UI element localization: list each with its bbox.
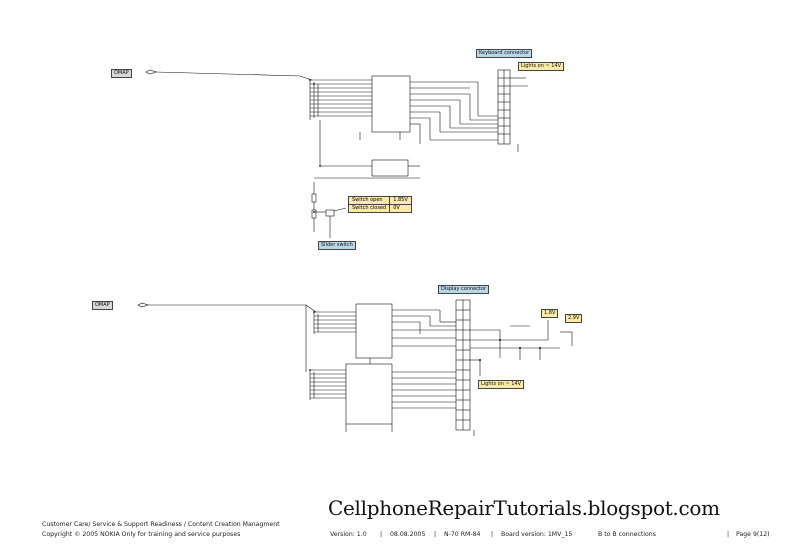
slider-switch-symbol	[325, 209, 335, 217]
bottom-lights-on-label: Lights on ~ 14V	[478, 380, 525, 389]
switch-closed-row: Switch closed 0V	[347, 204, 412, 213]
footer-sep-2: |	[434, 531, 437, 538]
footer-date: 08.08.2005	[390, 531, 426, 538]
watermark-text: CellphoneRepairTutorials.blogspot.com	[328, 496, 720, 520]
footer-line-1: Customer Care/ Service & Support Readine…	[42, 521, 280, 528]
slider-switch-label: Slider switch	[318, 241, 356, 250]
top-bus-arrow	[145, 69, 157, 75]
bottom-supply-network	[470, 320, 573, 376]
top-wire-bundle	[299, 75, 372, 120]
switch-open-value: 1.85V	[389, 196, 412, 205]
switch-open-state: Switch open	[347, 196, 391, 205]
top-switch-ic	[371, 159, 409, 177]
bottom-ic-outputs	[345, 309, 456, 432]
junction-dots	[309, 79, 541, 371]
footer-sep-3: |	[491, 531, 494, 538]
footer-sep-4: |	[727, 531, 730, 538]
bottom-ic-lower	[345, 363, 393, 425]
footer-version: Version: 1.0	[330, 531, 367, 538]
voltage-1v8-label: 1.8V	[541, 309, 559, 318]
voltage-2v9-label: 2.9V	[565, 314, 583, 323]
bottom-bus-arrow	[137, 302, 149, 308]
footer-section: B to B connections	[598, 531, 656, 538]
bottom-ic-upper	[355, 303, 393, 359]
footer-line-2: Copyright © 2005 NOKIA Only for training…	[42, 531, 241, 538]
slider-switch-state-table: Switch open 1.85V Switch closed 0V	[347, 196, 412, 213]
switch-closed-value: 0V	[389, 204, 412, 213]
footer-sep-1: |	[380, 531, 383, 538]
keyboard-connector-pins	[498, 70, 510, 144]
display-connector-pins	[456, 300, 470, 430]
keyboard-connector-label: Keyboard connector	[476, 49, 533, 58]
top-ic-outputs	[410, 81, 498, 144]
switch-open-row: Switch open 1.85V	[347, 196, 412, 205]
footer-page: Page 9(12)	[736, 531, 770, 538]
display-connector-label: Display connector	[438, 285, 490, 294]
switch-closed-state: Switch closed	[347, 204, 391, 213]
top-ic-block	[371, 75, 411, 133]
bottom-wire-bundle	[305, 304, 356, 400]
footer-model: N-70 RM-84	[444, 531, 481, 538]
top-omap-tag: OMAP	[111, 69, 132, 78]
bottom-omap-tag: OMAP	[92, 301, 113, 310]
slider-resistor-1	[311, 193, 317, 203]
footer-board: Board version: 1MV_15	[501, 531, 573, 538]
top-lights-on-label: Lights on ~ 14V	[518, 62, 565, 71]
slider-resistor-2	[311, 209, 317, 219]
